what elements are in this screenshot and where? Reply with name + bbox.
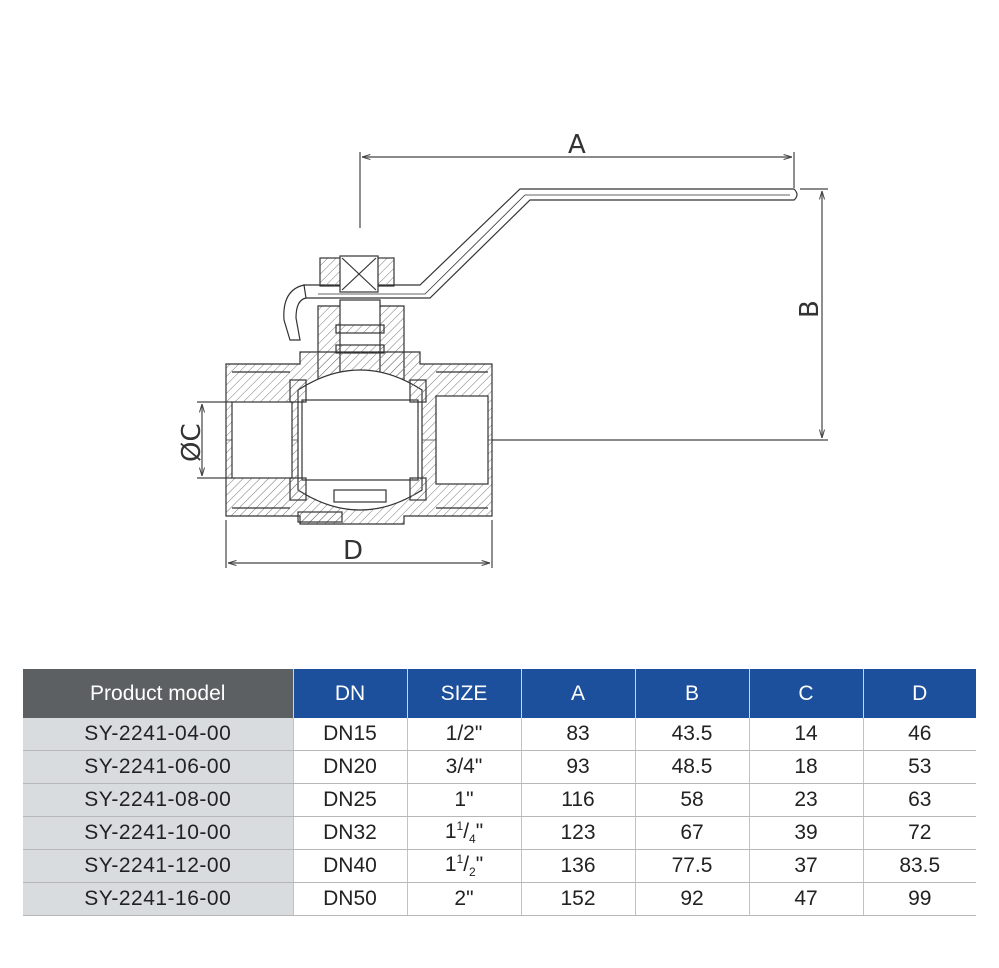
cell-a: 123 [521, 816, 636, 850]
cell-b: 43.5 [635, 718, 750, 751]
cell-model: SY-2241-10-00 [23, 816, 294, 850]
header-d: D [863, 669, 976, 718]
cell-d: 63 [863, 783, 976, 817]
cell-dn: DN32 [293, 816, 408, 850]
cell-d: 83.5 [863, 849, 976, 883]
cell-b: 48.5 [635, 750, 750, 784]
dim-d-label: D [343, 536, 363, 566]
header-dn: DN [293, 669, 408, 718]
table-header-row: Product model DN SIZE A B C D [23, 669, 976, 718]
header-a: A [521, 669, 636, 718]
cell-c: 39 [749, 816, 864, 850]
cell-b: 58 [635, 783, 750, 817]
table-row: SY-2241-12-00 DN40 11/2" 136 77.5 37 83.… [23, 849, 976, 883]
spec-table: Product model DN SIZE A B C D SY-2241-04… [23, 669, 976, 916]
cell-c: 23 [749, 783, 864, 817]
cell-dn: DN15 [293, 718, 408, 751]
dim-b-label: B [795, 300, 825, 318]
cell-c: 18 [749, 750, 864, 784]
size-numerator: 1 [456, 852, 464, 867]
table-row: SY-2241-10-00 DN32 11/4" 123 67 39 72 [23, 816, 976, 850]
cell-size: 11/4" [407, 816, 522, 850]
cell-b: 77.5 [635, 849, 750, 883]
cell-a: 93 [521, 750, 636, 784]
cell-d: 46 [863, 718, 976, 751]
cell-dn: DN20 [293, 750, 408, 784]
size-inch-mark: " [475, 853, 484, 877]
cell-c: 14 [749, 718, 864, 751]
cell-model: SY-2241-16-00 [23, 882, 294, 916]
cell-d: 99 [863, 882, 976, 916]
cell-dn: DN25 [293, 783, 408, 817]
header-product-model: Product model [23, 669, 294, 718]
size-denominator: 4 [469, 832, 476, 847]
size-inch-mark: " [475, 820, 484, 844]
cell-a: 116 [521, 783, 636, 817]
cell-b: 92 [635, 882, 750, 916]
cell-a: 136 [521, 849, 636, 883]
size-whole: 1 [444, 853, 457, 877]
cell-size: 2" [407, 882, 522, 916]
cell-a: 152 [521, 882, 636, 916]
dim-a-label: A [568, 130, 586, 160]
size-denominator: 2 [469, 865, 476, 880]
dim-c-label: ØC [177, 423, 207, 462]
ball-valve-drawing: A B ØC D [177, 130, 828, 568]
cell-model: SY-2241-04-00 [23, 718, 294, 751]
cell-model: SY-2241-12-00 [23, 849, 294, 883]
header-size: SIZE [407, 669, 522, 718]
cell-size: 3/4" [407, 750, 522, 784]
cell-model: SY-2241-08-00 [23, 783, 294, 817]
cell-dn: DN40 [293, 849, 408, 883]
table-row: SY-2241-06-00 DN20 3/4" 93 48.5 18 53 [23, 750, 976, 784]
table-row: SY-2241-04-00 DN15 1/2" 83 43.5 14 46 [23, 718, 976, 751]
cell-d: 72 [863, 816, 976, 850]
size-whole: 1 [444, 820, 457, 844]
cell-size: 1/2" [407, 718, 522, 751]
header-b: B [635, 669, 750, 718]
table-row: SY-2241-16-00 DN50 2" 152 92 47 99 [23, 882, 976, 916]
cell-a: 83 [521, 718, 636, 751]
cell-c: 47 [749, 882, 864, 916]
cell-size: 11/2" [407, 849, 522, 883]
cell-size: 1" [407, 783, 522, 817]
size-numerator: 1 [456, 819, 464, 834]
table-row: SY-2241-08-00 DN25 1" 116 58 23 63 [23, 783, 976, 817]
cell-model: SY-2241-06-00 [23, 750, 294, 784]
header-c: C [749, 669, 864, 718]
cell-dn: DN50 [293, 882, 408, 916]
cell-d: 53 [863, 750, 976, 784]
cell-c: 37 [749, 849, 864, 883]
cell-b: 67 [635, 816, 750, 850]
